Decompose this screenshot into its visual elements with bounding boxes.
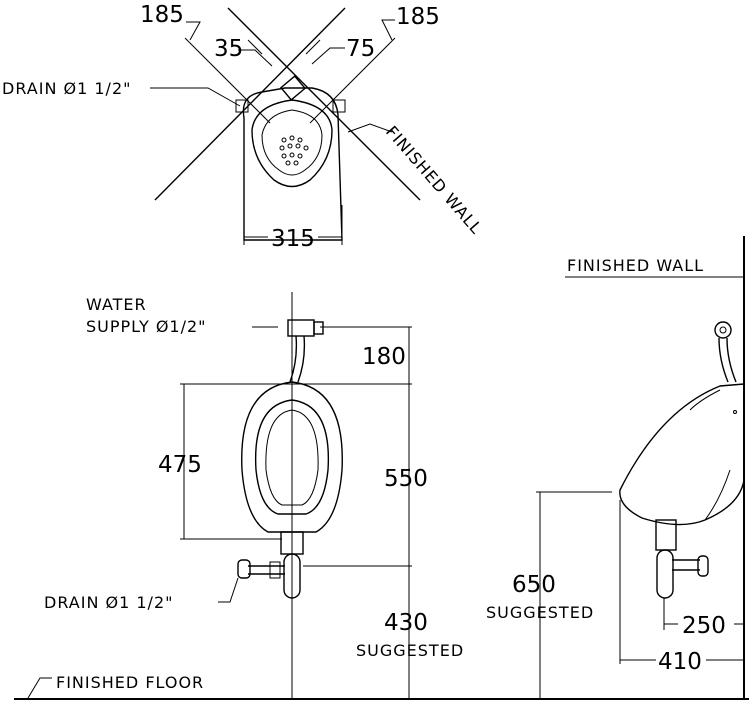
drain-leader-front: [218, 577, 239, 603]
dim-180-label: 180: [362, 344, 406, 370]
urinal-side-inner: [689, 389, 731, 521]
dim-75-leader: [311, 47, 345, 65]
corner-wall-right: [227, 7, 421, 201]
finished-wall-label-top: FINISHED WALL: [382, 122, 486, 238]
trap-pipe: [283, 553, 301, 599]
bowl-inner-2: [261, 109, 323, 176]
dim-315-label: 315: [271, 226, 315, 252]
side-supply-head: [714, 321, 732, 339]
side-view: FINISHED WALL 650 SUGGESTED 250 410: [486, 236, 745, 699]
dim-75-label: 75: [346, 36, 375, 62]
side-trap-pipe: [656, 549, 674, 599]
dim-185-left-leader: [186, 21, 201, 41]
corner-wall-left: [154, 7, 346, 201]
finished-wall-leader-top: [347, 123, 393, 133]
side-drain-flange: [697, 555, 709, 577]
dim-250-label: 250: [682, 613, 726, 639]
water-supply-label-1: WATER: [86, 295, 147, 314]
suggested-430-label: SUGGESTED: [356, 641, 464, 660]
dim-185-left-line: [184, 37, 271, 124]
dim-185-right-line: [309, 37, 396, 124]
dim-410-label: 410: [658, 649, 702, 675]
drain-label-top: DRAIN Ø1 1/2": [2, 79, 131, 98]
supply-valve-cap: [313, 321, 324, 335]
dim-75-tick: [305, 39, 321, 55]
water-supply-label-2: SUPPLY Ø1/2": [86, 317, 207, 336]
drain-holes: [279, 135, 309, 166]
drain-nut: [269, 561, 281, 579]
supply-spud-plan: [279, 75, 307, 101]
dim-185-left-label: 185: [140, 2, 184, 28]
side-finished-wall-label: FINISHED WALL: [567, 256, 704, 275]
bowl-outer: [242, 87, 343, 241]
dim-430-label: 430: [384, 610, 428, 636]
urinal-side-profile: [619, 383, 745, 526]
dim-185-right-leader: [381, 19, 395, 41]
top-plan-view: 185 185 35 75 315 DRAIN Ø1 1/2" FINISHED…: [2, 2, 486, 252]
finished-floor-leader: [27, 677, 52, 699]
drain-flange: [237, 559, 251, 579]
urinal-front-inner-2: [265, 409, 319, 506]
dim-650-label: 650: [512, 572, 556, 598]
side-supply-head-inner: [719, 326, 727, 334]
dim-185-right-label: 185: [396, 4, 440, 30]
suggested-650-label: SUGGESTED: [486, 603, 594, 622]
drain-stub-left: [235, 99, 249, 113]
dim-550-label: 550: [384, 466, 428, 492]
side-supply-pipe: [718, 337, 737, 383]
urinal-front-inner: [254, 399, 330, 515]
front-view: WATER SUPPLY Ø1/2" 180 475 550 430 SUGGE…: [14, 292, 749, 700]
bowl-inner: [251, 99, 333, 188]
dim-475-label: 475: [158, 452, 202, 478]
drain-label-front: DRAIN Ø1 1/2": [44, 593, 173, 612]
dim-35-label: 35: [214, 36, 243, 62]
dim-35-leader: [238, 49, 273, 67]
side-hole: [733, 410, 737, 414]
supply-pipe: [289, 335, 306, 383]
finished-floor-label: FINISHED FLOOR: [56, 673, 204, 692]
drain-stub-right: [332, 99, 346, 113]
dim-35-tick: [247, 39, 263, 55]
drain-leader-top: [150, 87, 241, 107]
